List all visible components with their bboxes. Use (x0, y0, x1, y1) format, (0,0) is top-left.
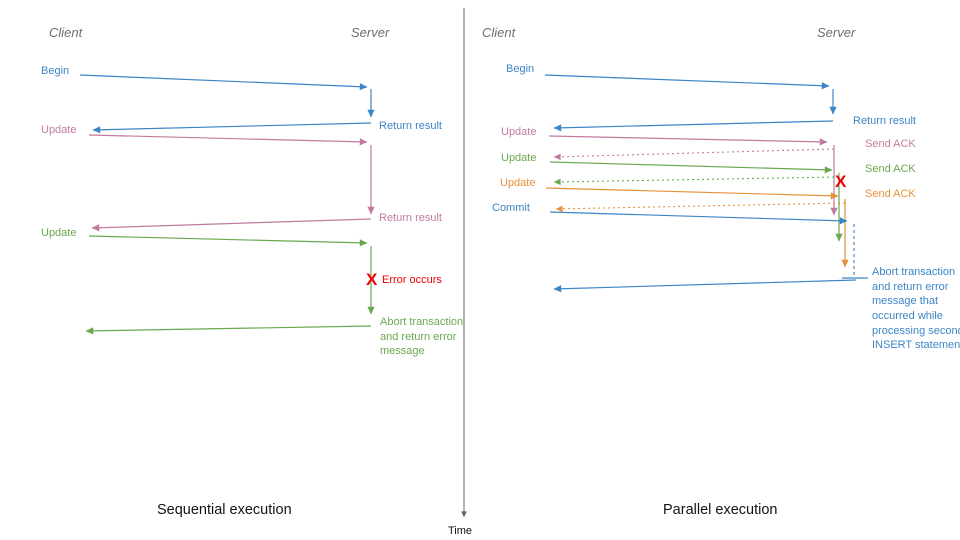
seq-begin-return-arrow (92, 122, 372, 134)
par-send-ack-1-label: Send ACK (865, 138, 916, 150)
seq-begin-label: Begin (41, 65, 70, 77)
seq-begin-request-arrow (79, 74, 368, 91)
par-update1-request-arrow (548, 135, 828, 146)
par-send-ack-3-label: Send ACK (865, 188, 916, 200)
par-server-header: Server (817, 25, 856, 40)
seq-error-occurs-label: Error occurs (382, 274, 442, 286)
seq-update1-return-arrow (91, 218, 372, 232)
par-update2-request-arrow (549, 161, 833, 174)
seq-return-result-2-label: Return result (379, 212, 442, 224)
seq-server-header: Server (351, 25, 390, 40)
par-client-header: Client (482, 25, 516, 40)
par-begin-label: Begin (506, 63, 535, 75)
seq-return-result-1-label: Return result (379, 120, 442, 132)
seq-abort-return-arrow (85, 325, 372, 335)
par-commit-request-arrow (549, 211, 848, 225)
time-axis-label: Time (448, 525, 473, 537)
seq-abort-note: Abort transaction and return error messa… (380, 316, 464, 358)
seq-update-1-label: Update (41, 124, 77, 136)
seq-caption: Sequential execution (157, 502, 292, 518)
par-begin-request-arrow (544, 74, 830, 90)
par-begin-return-arrow (553, 120, 834, 132)
par-return-result-label: Return result (853, 115, 916, 127)
seq-update1-request-arrow (88, 134, 368, 146)
par-abort-return-arrow (553, 279, 857, 293)
seq-update2-request-arrow (88, 235, 368, 247)
par-update-2-label: Update (501, 152, 537, 164)
par-update1-ack-arrow (553, 148, 835, 161)
par-update-3-label: Update (500, 177, 536, 189)
seq-error-x-mark: X (366, 270, 378, 289)
par-error-x-mark: X (835, 172, 847, 191)
par-caption: Parallel execution (663, 502, 778, 518)
par-update2-ack-arrow (553, 176, 840, 186)
par-update3-request-arrow (545, 187, 839, 200)
par-commit-label: Commit (492, 202, 530, 214)
seq-client-header: Client (49, 25, 83, 40)
par-abort-note: Abort transaction and return error messa… (872, 266, 960, 352)
par-update3-ack-arrow (555, 202, 846, 213)
par-update-1-label: Update (501, 126, 537, 138)
par-send-ack-2-label: Send ACK (865, 163, 916, 175)
seq-update-2-label: Update (41, 227, 77, 239)
